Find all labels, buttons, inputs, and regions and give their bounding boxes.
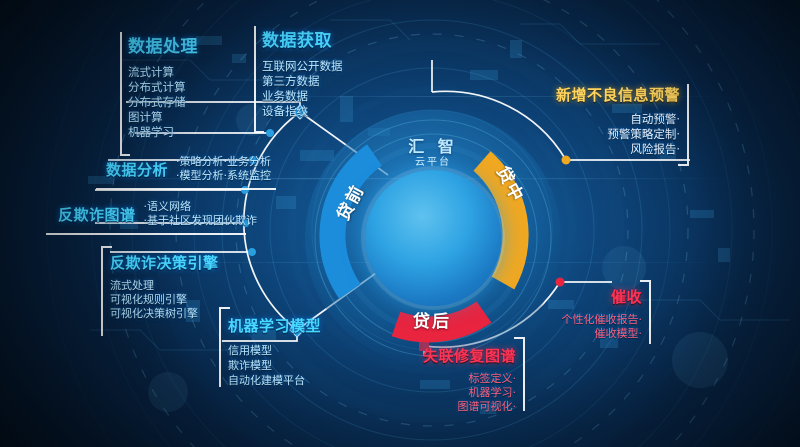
panel-item[interactable]: 分布式存储 (128, 95, 186, 109)
panel-new-bad-info-warning[interactable]: 新增不良信息预警 自动预警· 预警策略定制· 风险报告· (528, 84, 689, 166)
platform-core (365, 170, 501, 306)
panel-title: 数据获取 (262, 31, 332, 51)
panel-title: 反欺诈图谱 (58, 205, 136, 224)
panel-item[interactable]: 个性化催收报告· (561, 313, 643, 326)
panel-item[interactable]: 业务数据 (262, 89, 308, 103)
panel-item[interactable]: 流式计算 (128, 65, 174, 79)
panel-item[interactable]: 分布式计算 (128, 80, 186, 94)
panel-items: 流式处理 可视化规则引擎 可视化决策树引擎 (110, 279, 219, 321)
panel-item[interactable]: ·语义网络 (143, 200, 192, 213)
panel-title: 数据分析 (106, 160, 169, 179)
panel-items: 个性化催收报告· 催收模型· (520, 313, 643, 341)
panel-bracket (101, 246, 112, 336)
panel-underline (46, 233, 246, 235)
segment-label-post-loan[interactable]: 贷后 (413, 312, 451, 332)
panel-items: 信用模型 欺诈模型 自动化建模平台 (228, 343, 321, 388)
panel-bracket (640, 280, 651, 344)
panel-item[interactable]: 机器学习 (128, 125, 174, 139)
panel-item[interactable]: 互联网公开数据 (262, 59, 343, 73)
panel-title: 催收 (610, 288, 642, 306)
panel-anti-fraud-graph[interactable]: 反欺诈图谱 ·语义网络 ·基于社区发现团伙欺诈 (46, 200, 258, 235)
panel-title: 新增不良信息预警 (555, 86, 680, 104)
panel-item[interactable]: 风险报告· (630, 142, 680, 156)
panel-title: 反欺诈决策引擎 (110, 254, 219, 272)
panel-underline (96, 188, 276, 190)
panel-title: 机器学习模型 (228, 317, 322, 335)
panel-data-analysis[interactable]: 数据分析 ·策略分析·业务分析 ·模型分析·系统监控 (96, 155, 276, 190)
panel-item[interactable]: 信用模型 (228, 344, 272, 357)
panel-item[interactable]: 图谱可视化· (457, 400, 517, 413)
panel-bracket (514, 337, 525, 411)
panel-item[interactable]: 可视化决策树引擎 (110, 307, 198, 320)
panel-item[interactable]: 预警策略定制· (607, 127, 680, 141)
panel-item[interactable]: ·基于社区发现团伙欺诈 (143, 214, 258, 227)
panel-item[interactable]: 流式处理 (110, 279, 154, 292)
panel-item[interactable]: 自动化建模平台 (228, 374, 305, 387)
panel-lost-contact-repair-graph[interactable]: 失联修复图谱 标签定义· 机器学习· 图谱可视化· (388, 337, 525, 414)
panel-bracket (678, 84, 689, 166)
panel-items: 流式计算 分布式计算 分布式存储 图计算 机器学习 (128, 65, 198, 140)
panel-item[interactable]: 标签定义· (468, 372, 517, 385)
panel-machine-learning-model[interactable]: 机器学习模型 信用模型 欺诈模型 自动化建模平台 (219, 307, 322, 388)
panel-title: 数据处理 (128, 37, 198, 57)
panel-data-processing[interactable]: 数据处理 流式计算 分布式计算 分布式存储 图计算 机器学习 (120, 32, 198, 156)
panel-collection[interactable]: 催收 个性化催收报告· 催收模型· (520, 280, 651, 344)
panel-bracket (254, 26, 264, 133)
panel-item[interactable]: ·策略分析·业务分析 (176, 155, 272, 168)
panel-anti-fraud-decision-engine[interactable]: 反欺诈决策引擎 流式处理 可视化规则引擎 可视化决策树引擎 (101, 246, 219, 336)
panel-items: 互联网公开数据 第三方数据 业务数据 设备指纹 (262, 59, 343, 119)
panel-items: 标签定义· 机器学习· 图谱可视化· (388, 372, 517, 414)
panel-item[interactable]: 自动预警· (630, 112, 680, 126)
panel-item[interactable]: ·模型分析·系统监控 (176, 169, 272, 182)
panel-bracket (219, 307, 230, 387)
panel-item[interactable]: 催收模型· (594, 327, 643, 340)
panel-items: ·语义网络 ·基于社区发现团伙欺诈 (144, 200, 258, 228)
panel-title: 失联修复图谱 (422, 347, 516, 365)
panel-bracket (120, 32, 130, 156)
panel-item[interactable]: 图计算 (128, 110, 163, 124)
panel-item[interactable]: 可视化规则引擎 (110, 293, 187, 306)
panel-items: ·策略分析·业务分析 ·模型分析·系统监控 (176, 155, 271, 183)
panel-item[interactable]: 机器学习· (468, 386, 517, 399)
panel-items: 自动预警· 预警策略定制· 风险报告· (528, 112, 680, 157)
panel-data-acquisition[interactable]: 数据获取 互联网公开数据 第三方数据 业务数据 设备指纹 (254, 26, 343, 133)
panel-item[interactable]: 设备指纹 (262, 104, 308, 118)
panel-item[interactable]: 欺诈模型 (228, 359, 272, 372)
panel-item[interactable]: 第三方数据 (262, 74, 320, 88)
